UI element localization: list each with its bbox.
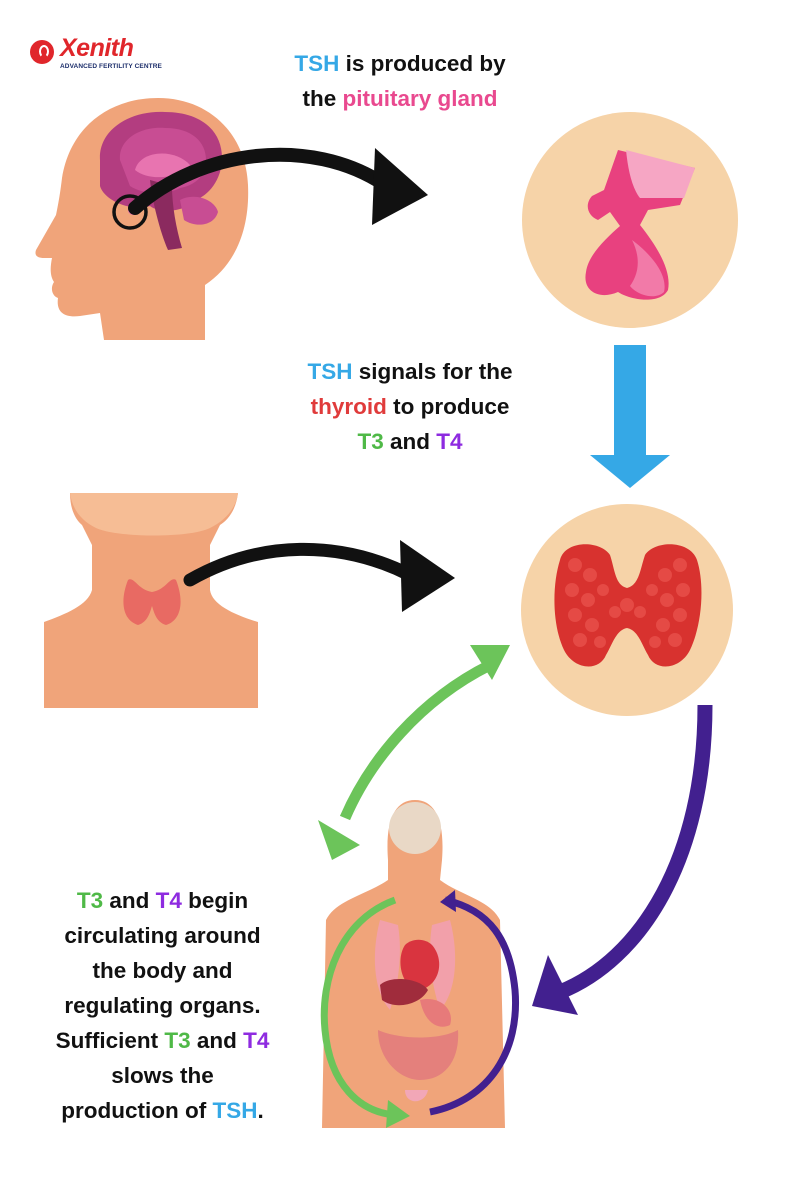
t3-label: T3	[357, 429, 384, 454]
intestines	[378, 1030, 459, 1080]
step3-line-4: regulating organs.	[64, 993, 261, 1018]
t3-label-3: T3	[164, 1028, 191, 1053]
step1-text-2: the	[302, 86, 343, 111]
pituitary-circle	[522, 112, 738, 328]
t4-label-2: T4	[155, 888, 182, 913]
step3-period: .	[257, 1098, 264, 1123]
liver	[380, 978, 428, 1006]
step3-and: and	[103, 888, 156, 913]
t3-label-2: T3	[76, 888, 104, 913]
bladder	[405, 1090, 428, 1102]
step3-and-2: and	[190, 1028, 244, 1053]
step3-sufficient: Sufficient	[55, 1028, 165, 1053]
cycle-arrow-green	[320, 896, 397, 1119]
step3-begin: begin	[181, 888, 249, 913]
step2-and: and	[383, 429, 437, 454]
thyroid-on-neck	[123, 579, 181, 625]
pituitary-highlight-circle	[112, 194, 148, 230]
step1-text: is produced by	[339, 51, 506, 76]
heart	[400, 939, 440, 990]
cerebellum-shape	[180, 196, 218, 225]
arrow-head-to-pituitary	[128, 147, 392, 215]
step2-text-2: to produce	[386, 394, 510, 419]
step2-text: signals for the	[352, 359, 513, 384]
logo-name: Xenith	[60, 34, 134, 62]
body-illustration	[322, 800, 505, 1128]
arrow-neck-to-thyroid-tip	[400, 540, 455, 612]
arrow-pituitary-to-thyroid	[614, 345, 646, 457]
t4-label-3: T4	[243, 1028, 270, 1053]
neck-illustration	[44, 493, 258, 708]
caption-step-2: TSH signals for the thyroid to produce T…	[250, 354, 570, 459]
caption-step-1: TSH is produced by the pituitary gland	[240, 46, 560, 116]
t4-label: T4	[436, 429, 463, 454]
arrow-green-tail	[470, 645, 510, 680]
logo-tagline: ADVANCED FERTILITY CENTRE	[60, 63, 162, 70]
tsh-label-3: TSH	[212, 1098, 258, 1123]
body-brain	[389, 802, 441, 854]
arrow-thyroid-to-body-green	[339, 660, 493, 821]
arrow-pituitary-to-thyroid-tip	[590, 455, 670, 488]
thyroid-label: thyroid	[310, 394, 387, 419]
cycle-arrow-purple	[429, 896, 520, 1116]
tsh-label: TSH	[294, 51, 340, 76]
step3-line-6: slows the	[111, 1063, 214, 1088]
head-illustration	[35, 98, 249, 340]
step3-line-2: circulating around	[64, 923, 261, 948]
lung-right	[430, 920, 456, 1010]
caption-step-3: T3 and T4 begin circulating around the b…	[10, 883, 315, 1128]
step3-line-3: the body and	[92, 958, 233, 983]
xenith-logo: Xenith ADVANCED FERTILITY CENTRE	[30, 34, 162, 72]
arrow-purple-tip	[532, 955, 578, 1015]
step3-line-7: production of	[61, 1098, 213, 1123]
stomach	[420, 999, 451, 1027]
logo-icon	[30, 40, 54, 64]
arrow-thyroid-to-body-purple	[557, 704, 713, 999]
arrow-neck-to-thyroid	[183, 542, 417, 587]
arrow-green-tip	[318, 820, 360, 860]
pituitary-label: pituitary gland	[342, 86, 498, 111]
tsh-label-2: TSH	[307, 359, 353, 384]
arrow-head-to-pituitary-tip	[372, 148, 428, 225]
thyroid-circle	[521, 504, 733, 716]
